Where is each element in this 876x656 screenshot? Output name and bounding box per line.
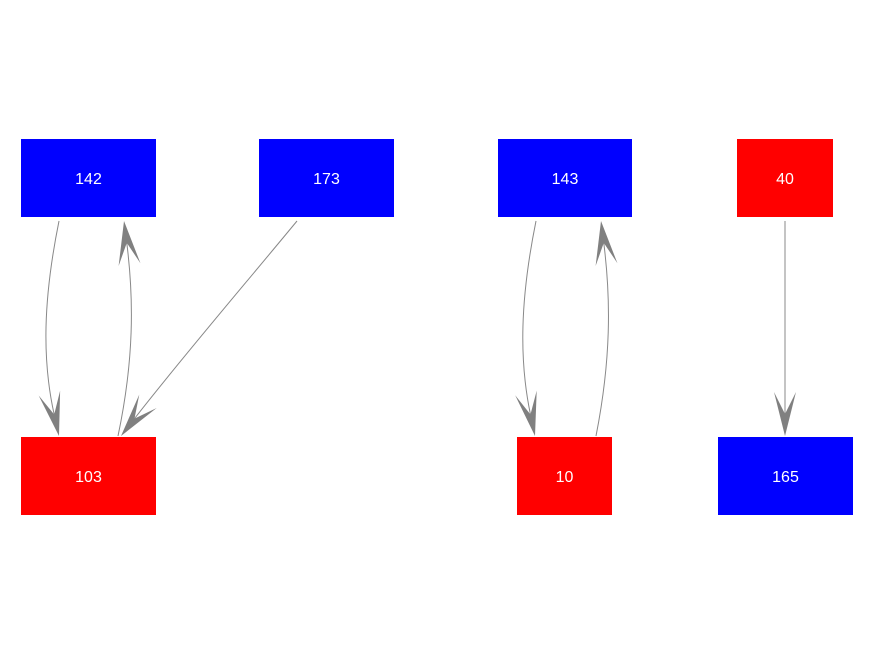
arrowhead bbox=[774, 392, 796, 436]
node-label: 10 bbox=[556, 469, 574, 486]
node-label: 173 bbox=[313, 171, 340, 188]
node-box bbox=[718, 437, 853, 515]
edge-line bbox=[117, 242, 132, 437]
edge-n40-n165 bbox=[774, 220, 796, 436]
edges-layer bbox=[38, 220, 796, 437]
node-label: 103 bbox=[75, 469, 102, 486]
node-box bbox=[517, 437, 612, 515]
edge-n173-n103 bbox=[121, 220, 298, 436]
edge-line bbox=[595, 242, 609, 437]
edge-line bbox=[522, 220, 537, 415]
edge-n10-n143 bbox=[595, 221, 618, 437]
node-box bbox=[737, 139, 833, 217]
node-box bbox=[498, 139, 632, 217]
node-103[interactable]: 103 bbox=[21, 437, 156, 515]
arrowhead bbox=[38, 390, 61, 436]
arrowhead bbox=[595, 221, 618, 267]
edge-n143-n10 bbox=[515, 220, 537, 436]
node-box bbox=[259, 139, 394, 217]
node-10[interactable]: 10 bbox=[517, 437, 612, 515]
node-173[interactable]: 173 bbox=[259, 139, 394, 217]
node-label: 40 bbox=[776, 171, 794, 188]
nodes-layer: 142 173 103 143 10 40 165 bbox=[21, 139, 853, 515]
node-label: 142 bbox=[75, 171, 102, 188]
node-143[interactable]: 143 bbox=[498, 139, 632, 217]
node-142[interactable]: 142 bbox=[21, 139, 156, 217]
node-box bbox=[21, 437, 156, 515]
arrowhead bbox=[515, 390, 537, 436]
node-label: 143 bbox=[552, 171, 579, 188]
node-40[interactable]: 40 bbox=[737, 139, 833, 217]
node-165[interactable]: 165 bbox=[718, 437, 853, 515]
edge-n142-n103 bbox=[38, 220, 61, 436]
edge-line bbox=[134, 220, 298, 419]
edge-n103-n142 bbox=[117, 221, 141, 437]
arrowhead bbox=[121, 394, 157, 436]
edge-line bbox=[45, 220, 60, 415]
arrowhead bbox=[118, 221, 141, 267]
node-box bbox=[21, 139, 156, 217]
node-label: 165 bbox=[772, 469, 799, 486]
